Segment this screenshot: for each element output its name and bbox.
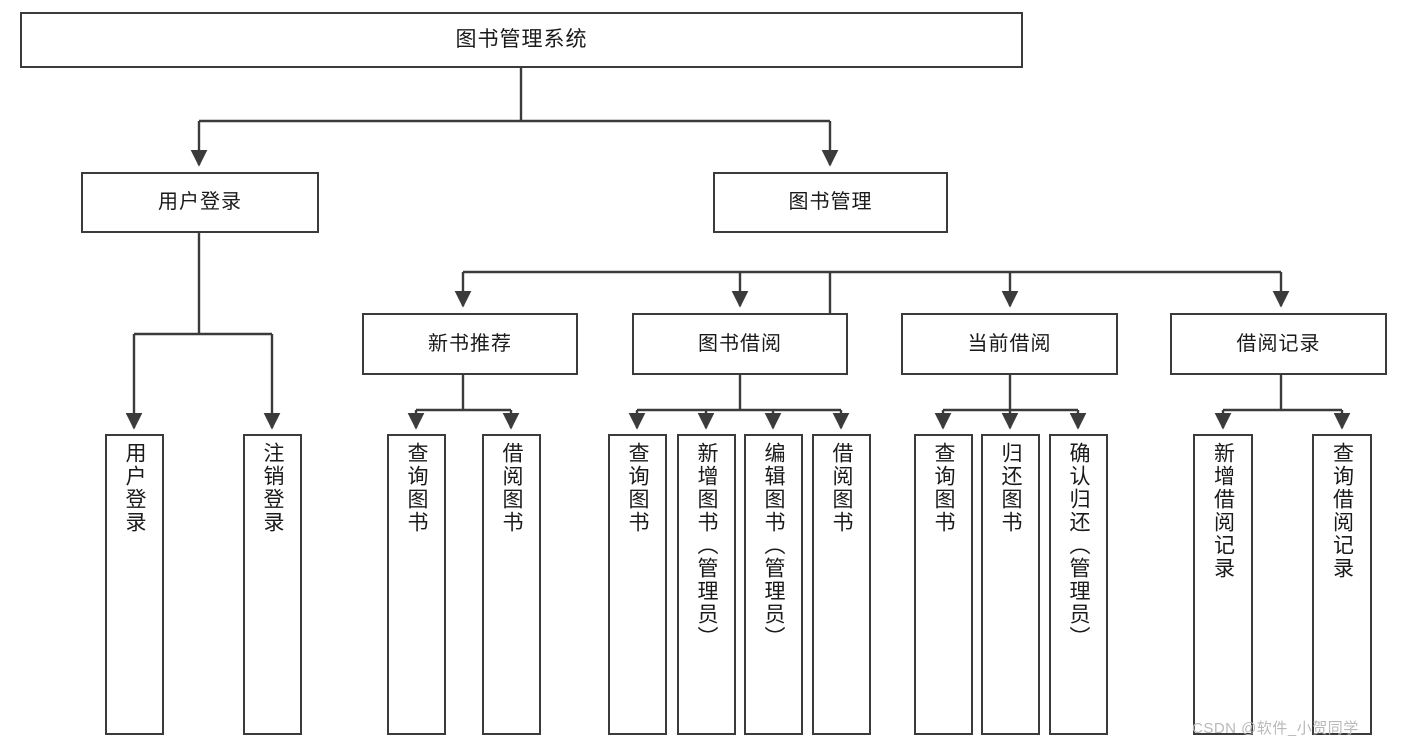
node-leaf-confirm-return[interactable]: 确认归还（管理员） — [1049, 434, 1108, 735]
node-root-book-management-system[interactable]: 图书管理系统 — [20, 12, 1023, 68]
node-label: 编辑图书（管理员） — [762, 442, 785, 649]
node-label: 注销登录 — [261, 442, 284, 534]
node-borrow-record[interactable]: 借阅记录 — [1170, 313, 1387, 375]
node-label: 借阅图书 — [830, 442, 853, 534]
node-leaf-add-book[interactable]: 新增图书（管理员） — [677, 434, 736, 735]
node-label: 图书借阅 — [698, 332, 782, 355]
node-label: 用户登录 — [123, 442, 146, 534]
node-label: 用户登录 — [158, 191, 242, 214]
node-label: 借阅图书 — [500, 442, 523, 534]
node-label: 新书推荐 — [428, 332, 512, 355]
node-leaf-borrow-book-2[interactable]: 借阅图书 — [812, 434, 871, 735]
node-leaf-return-book[interactable]: 归还图书 — [981, 434, 1040, 735]
node-leaf-query-record[interactable]: 查询借阅记录 — [1312, 434, 1372, 735]
node-book-manage[interactable]: 图书管理 — [713, 172, 948, 233]
node-label: 确认归还（管理员） — [1067, 442, 1090, 649]
node-label: 图书管理 — [788, 191, 873, 214]
node-leaf-borrow-book-1[interactable]: 借阅图书 — [482, 434, 541, 735]
node-leaf-query-book-2[interactable]: 查询图书 — [608, 434, 667, 735]
node-label: 新增图书（管理员） — [695, 442, 718, 649]
node-label: 借阅记录 — [1236, 332, 1321, 355]
node-label: 归还图书 — [999, 442, 1022, 534]
node-label: 查询图书 — [932, 442, 955, 534]
node-leaf-query-book-1[interactable]: 查询图书 — [387, 434, 446, 735]
node-leaf-user-login[interactable]: 用户登录 — [105, 434, 164, 735]
node-label: 查询借阅记录 — [1330, 442, 1354, 580]
node-user-login[interactable]: 用户登录 — [81, 172, 319, 233]
node-label: 查询图书 — [405, 442, 428, 534]
node-leaf-edit-book[interactable]: 编辑图书（管理员） — [744, 434, 803, 735]
node-label: 查询图书 — [626, 442, 649, 534]
node-label: 图书管理系统 — [455, 28, 588, 52]
node-label: 新增借阅记录 — [1211, 442, 1235, 580]
node-label: 当前借阅 — [967, 332, 1052, 355]
node-book-borrow[interactable]: 图书借阅 — [632, 313, 848, 375]
node-leaf-query-book-3[interactable]: 查询图书 — [914, 434, 973, 735]
node-new-book-recommend[interactable]: 新书推荐 — [362, 313, 578, 375]
node-leaf-add-record[interactable]: 新增借阅记录 — [1193, 434, 1253, 735]
node-current-borrow[interactable]: 当前借阅 — [901, 313, 1118, 375]
node-leaf-logout-login[interactable]: 注销登录 — [243, 434, 302, 735]
